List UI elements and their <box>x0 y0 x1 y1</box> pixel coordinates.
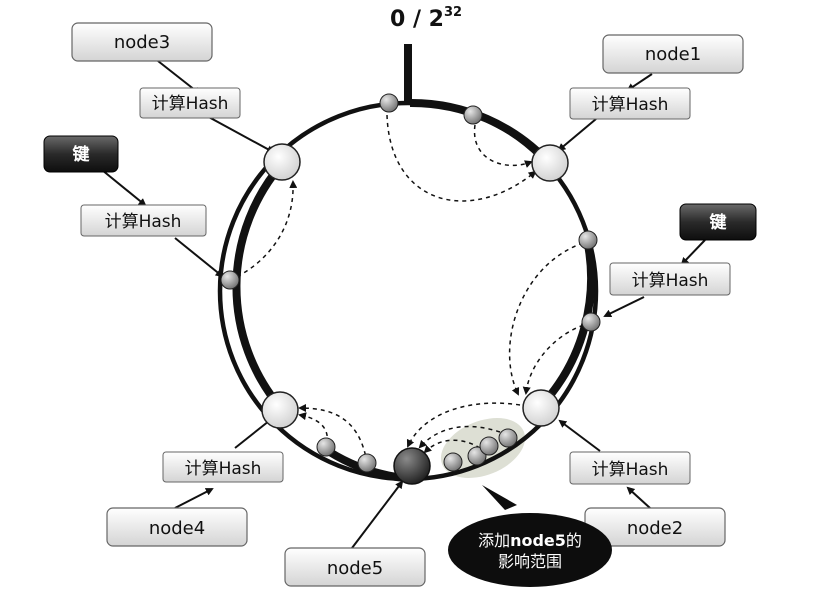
node2-label: node2 <box>627 518 683 539</box>
impact-callout: 添加node5的 影响范围 <box>448 513 612 587</box>
hash-box-node4: 计算Hash <box>162 451 284 483</box>
origin-marker <box>404 44 412 104</box>
leader-hash-node3-server <box>204 114 275 153</box>
hash-label-node1: 计算Hash <box>592 95 669 115</box>
arrow-obj4-node2 <box>508 242 584 396</box>
object-ball-1 <box>379 93 399 113</box>
hash-labels: 计算Hash 计算Hash 计算Hash 计算Hash 计算Hash 计算Has… <box>80 87 731 485</box>
leader-node1-hash <box>626 73 653 92</box>
object-ball-11 <box>498 428 518 448</box>
object-ball-2 <box>463 105 483 125</box>
hash-box-node2: 计算Hash <box>569 451 691 485</box>
leader-node5-server <box>351 480 404 549</box>
object-ball-4 <box>578 230 598 250</box>
arrow-obj7-node4 <box>298 412 329 445</box>
object-ball-5 <box>581 312 601 332</box>
leader-hash-obj-right <box>603 296 645 317</box>
server-node3 <box>263 143 301 181</box>
key-box-left: 键 <box>43 135 119 173</box>
node5-label: node5 <box>327 558 383 579</box>
leader-hash-node1-server <box>557 118 597 152</box>
hash-label-key-right: 计算Hash <box>632 271 709 291</box>
server-balls <box>261 143 569 485</box>
leader-key-left-hash <box>101 169 147 207</box>
arrow-obj6-node4 <box>298 404 368 464</box>
hash-box-key-right: 计算Hash <box>609 262 731 296</box>
leader-node2-hash <box>626 486 651 509</box>
hash-label-node3: 计算Hash <box>152 94 229 114</box>
node4-box: node4 <box>106 507 248 547</box>
server-node1 <box>531 144 569 182</box>
node4-label: node4 <box>149 518 205 539</box>
object-ball-3 <box>220 270 240 290</box>
server-node2 <box>522 389 560 427</box>
mapping-arrows <box>229 114 592 464</box>
node5-box: node5 <box>284 547 426 587</box>
object-ball-7 <box>357 453 377 473</box>
node1-box: node1 <box>602 34 744 74</box>
key-label-right: 键 <box>710 212 727 233</box>
arrow-obj2-node1 <box>473 124 533 168</box>
key-labels: 键 键 <box>43 135 757 241</box>
server-node4 <box>261 391 299 429</box>
key-label-left: 键 <box>73 144 90 165</box>
node-labels: node3 node1 node4 node2 node5 <box>71 22 744 587</box>
hash-box-key-left: 计算Hash <box>80 204 207 237</box>
leader-hash-obj-left <box>174 237 224 278</box>
object-balls <box>220 93 601 473</box>
leader-node4-hash <box>174 488 214 509</box>
key-box-right: 键 <box>679 203 757 241</box>
arrow-obj1-node1 <box>386 114 537 202</box>
arrow-obj8-node5 <box>406 402 521 448</box>
object-ball-10 <box>479 436 499 456</box>
hash-label-key-left: 计算Hash <box>105 212 182 232</box>
object-ball-6 <box>316 437 336 457</box>
server-node5 <box>393 447 431 485</box>
node2-box: node2 <box>584 507 726 547</box>
hash-box-node1: 计算Hash <box>569 87 691 120</box>
callout-line-2: 影响范围 <box>498 552 562 571</box>
hash-label-node2: 计算Hash <box>592 460 669 480</box>
origin-label: 0 / 232 <box>390 5 462 32</box>
leader-hash-node2-server <box>558 419 601 452</box>
callout-line-1: 添加node5的 <box>478 531 582 550</box>
arrow-obj3-node3 <box>229 180 298 281</box>
object-ball-8 <box>443 452 463 472</box>
node3-label: node3 <box>114 32 170 53</box>
hash-label-node4: 计算Hash <box>185 459 262 479</box>
callout-pointer <box>482 485 517 510</box>
leader-key-right-hash <box>680 239 706 266</box>
node3-box: node3 <box>71 22 213 62</box>
arrow-obj9-node5 <box>418 425 501 449</box>
arrow-obj5-node2 <box>522 322 592 395</box>
hash-box-node3: 计算Hash <box>139 87 241 119</box>
node1-label: node1 <box>645 44 701 65</box>
